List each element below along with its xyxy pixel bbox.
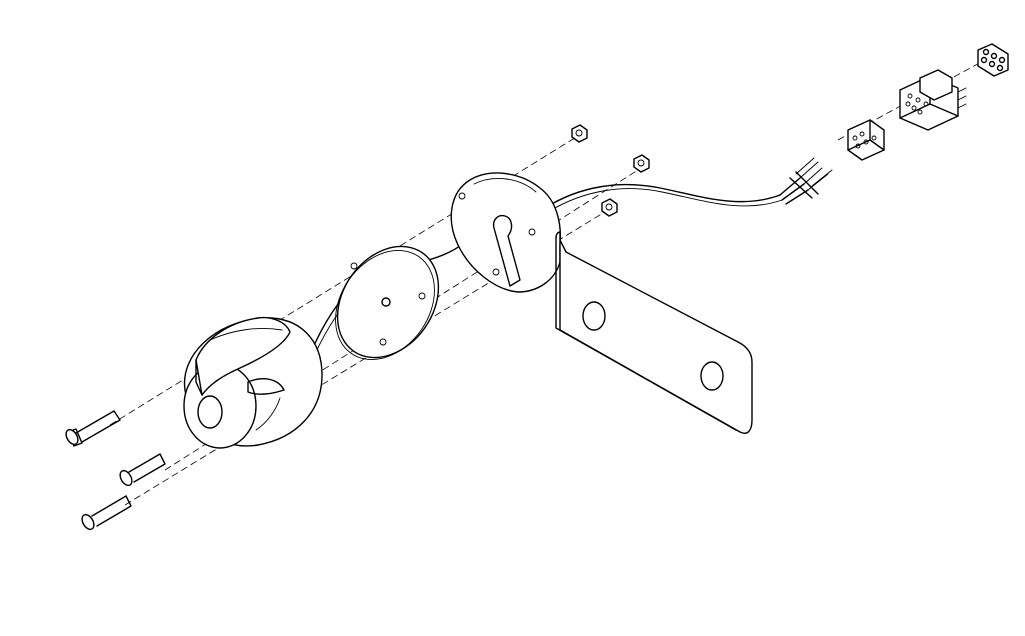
short-bolt-upper (119, 453, 166, 487)
connector-contact-block (847, 119, 885, 161)
hex-nut-1 (571, 124, 588, 143)
gasket-ring (335, 245, 440, 360)
mounting-bracket (450, 172, 753, 434)
hex-nut-2 (633, 154, 650, 173)
connector-cap-plate (977, 43, 1009, 77)
socket-body (183, 316, 323, 449)
short-bolt-lower (81, 495, 132, 531)
wire-pins (779, 157, 833, 205)
long-bolt (65, 410, 121, 447)
hex-nut-3 (601, 198, 618, 217)
connector-housing (899, 69, 967, 131)
